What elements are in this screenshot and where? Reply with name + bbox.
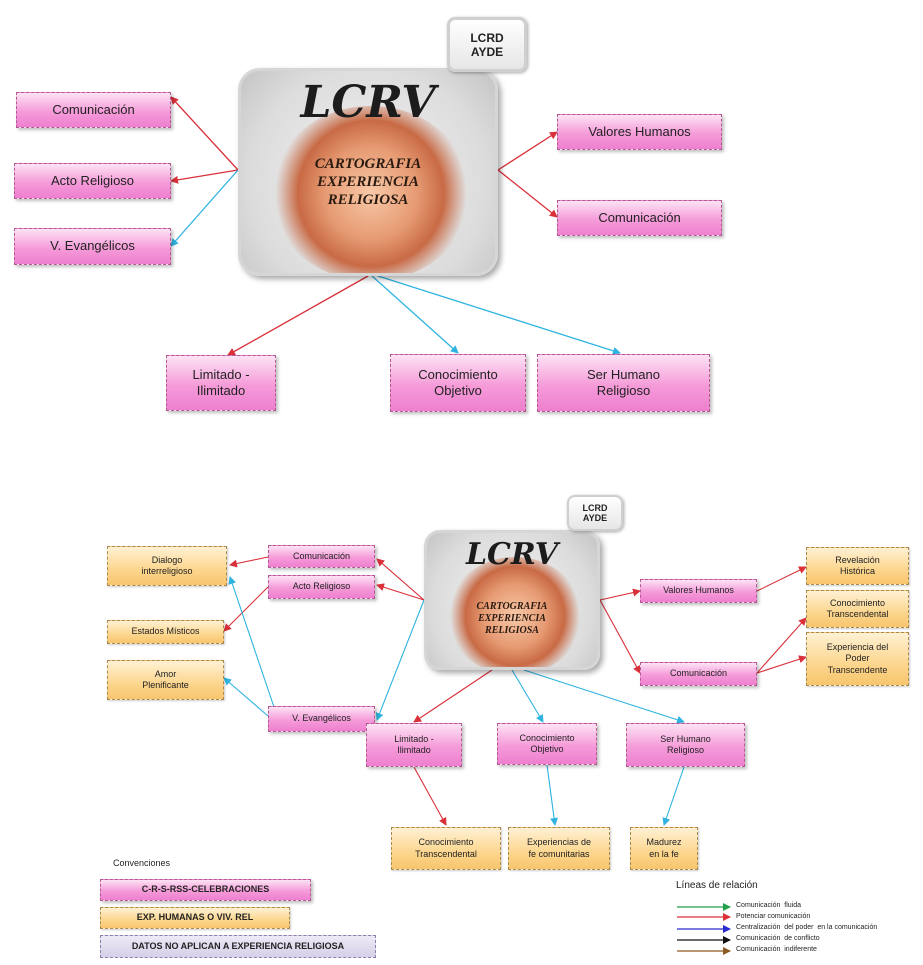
- top-center-title: LCRV: [300, 77, 436, 128]
- arrow-top-to-valores: [497, 131, 558, 171]
- top-center-image: LCRV CARTOGRAFIA EXPERIENCIA RELIGIOSA: [238, 68, 498, 276]
- legend-label-indiferente: Comunicación indiferente: [736, 946, 817, 953]
- bottom-node-limitado: Limitado - Ilimitado: [366, 723, 462, 767]
- bottom-connectors: [223, 556, 807, 826]
- bottom-node-experiencia-poder: Experiencia del Poder Transcendente: [806, 632, 909, 686]
- legend-label-potenciar: Potenciar comunicación: [736, 913, 811, 920]
- bottom-badge-line1: LCRD: [582, 503, 608, 513]
- top-node-comunicacion: Comunicación: [16, 92, 171, 128]
- top-node-v-evangelicos: V. Evangélicos: [14, 228, 171, 265]
- bottom-node-experiencias-fe: Experiencias de fe comunitarias: [508, 827, 610, 870]
- top-badge-line2: AYDE: [470, 44, 504, 59]
- arrow-conocimiento-to-experiencias: [546, 764, 559, 826]
- arrow-top-to-conocimiento: [371, 275, 459, 354]
- arrow-bot-to-conocimiento: [511, 669, 544, 723]
- bottom-node-acto-religioso: Acto Religioso: [268, 575, 375, 599]
- bottom-node-valores-humanos: Valores Humanos: [640, 579, 757, 603]
- top-center-subtitle: CARTOGRAFIA EXPERIENCIA RELIGIOSA: [314, 156, 422, 208]
- top-connectors: [170, 96, 621, 356]
- bottom-node-conocimiento-trasc-right: Conocimiento Transcendental: [806, 590, 909, 628]
- arrow-top-to-acto-religioso: [170, 169, 239, 184]
- arrow-top-to-ser-humano: [377, 275, 621, 355]
- top-node-conocimiento-objetivo: Conocimiento Objetivo: [390, 354, 526, 412]
- top-lcrd-badge: LCRD AYDE: [447, 17, 527, 72]
- arrow-bot-to-v-evangelicos: [375, 599, 425, 721]
- bottom-node-ser-humano: Ser Humano Religioso: [626, 723, 745, 767]
- legend-label-fluida: Comunicación fluida: [736, 902, 801, 909]
- convencion-tan: EXP. HUMANAS O VIV. REL: [100, 907, 290, 929]
- legend-arrows: [677, 903, 731, 955]
- top-node-valores-humanos: Valores Humanos: [557, 114, 722, 150]
- top-node-limitado: Limitado - Ilimitado: [166, 355, 276, 411]
- bottom-badge-line2: AYDE: [582, 513, 608, 523]
- arrow-bot-to-ser-humano: [523, 669, 685, 724]
- bottom-node-comunicacion-right: Comunicación: [640, 662, 757, 686]
- top-hands-illustration: [271, 106, 471, 273]
- arrow-bot-to-comunicacion-right: [599, 599, 641, 674]
- lineas-title: Líneas de relación: [676, 880, 758, 891]
- top-node-ser-humano: Ser Humano Religioso: [537, 354, 710, 412]
- arrow-bot-to-valores: [599, 588, 641, 601]
- top-node-comunicacion-right: Comunicación: [557, 200, 722, 236]
- arrow-comunicacion-to-conocimiento-trasc: [756, 617, 807, 674]
- top-node-acto-religioso: Acto Religioso: [14, 163, 171, 199]
- bottom-node-revelacion: Revelación Histórica: [806, 547, 909, 585]
- arrow-ser-humano-to-madurez: [662, 766, 685, 826]
- bottom-node-conocimiento-trasc-bottom: Conocimiento Transcendental: [391, 827, 501, 870]
- arrow-top-to-limitado: [227, 275, 369, 356]
- arrow-acto-to-estados: [223, 586, 269, 632]
- bottom-hands-illustration: [447, 557, 583, 667]
- top-badge-line1: LCRD: [470, 30, 504, 45]
- convenciones-title: Convenciones: [113, 858, 171, 868]
- arrow-comunicacion-to-dialogo: [229, 556, 269, 568]
- arrow-bot-to-acto: [376, 583, 425, 601]
- bottom-lcrd-badge: LCRD AYDE: [567, 495, 623, 531]
- bottom-node-madurez: Madurez en la fe: [630, 827, 698, 870]
- bottom-node-conocimiento-objetivo: Conocimiento Objetivo: [497, 723, 597, 765]
- arrow-v-evangelicos-to-dialogo: [228, 576, 276, 711]
- arrow-bot-to-limitado: [413, 669, 493, 723]
- arrow-v-evangelicos-to-amor: [223, 677, 269, 717]
- bottom-node-v-evangelicos: V. Evangélicos: [268, 706, 375, 732]
- arrow-top-to-comunicacion: [170, 96, 239, 171]
- convencion-lavender: DATOS NO APLICAN A EXPERIENCIA RELIGIOSA: [100, 935, 376, 958]
- arrow-comunicacion-to-experiencia: [756, 655, 807, 674]
- bottom-node-comunicacion: Comunicación: [268, 545, 375, 568]
- bottom-center-image: LCRV CARTOGRAFIA EXPERIENCIA RELIGIOSA: [424, 530, 600, 670]
- arrow-bot-to-comunicacion: [376, 558, 425, 601]
- bottom-center-title: LCRV: [465, 537, 559, 572]
- arrow-top-to-comunicacion-right: [497, 169, 558, 218]
- bottom-center-subtitle: CARTOGRAFIA EXPERIENCIA RELIGIOSA: [476, 601, 548, 636]
- bottom-node-dialogo: Dialogo interreligioso: [107, 546, 227, 586]
- bottom-node-amor: Amor Plenificante: [107, 660, 224, 700]
- arrow-limitado-to-conocimiento-trasc: [413, 766, 447, 826]
- bottom-node-estados-misticos: Estados Místicos: [107, 620, 224, 644]
- convencion-pink: C-R-S-RSS-CELEBRACIONES: [100, 879, 311, 901]
- legend-label-conflicto: Comunicación de conflicto: [736, 935, 820, 942]
- arrow-top-to-v-evangelicos: [170, 169, 239, 247]
- legend-label-centralizacion: Centralización del poder en la comunicac…: [736, 924, 878, 931]
- arrow-valores-to-revelacion: [756, 566, 807, 592]
